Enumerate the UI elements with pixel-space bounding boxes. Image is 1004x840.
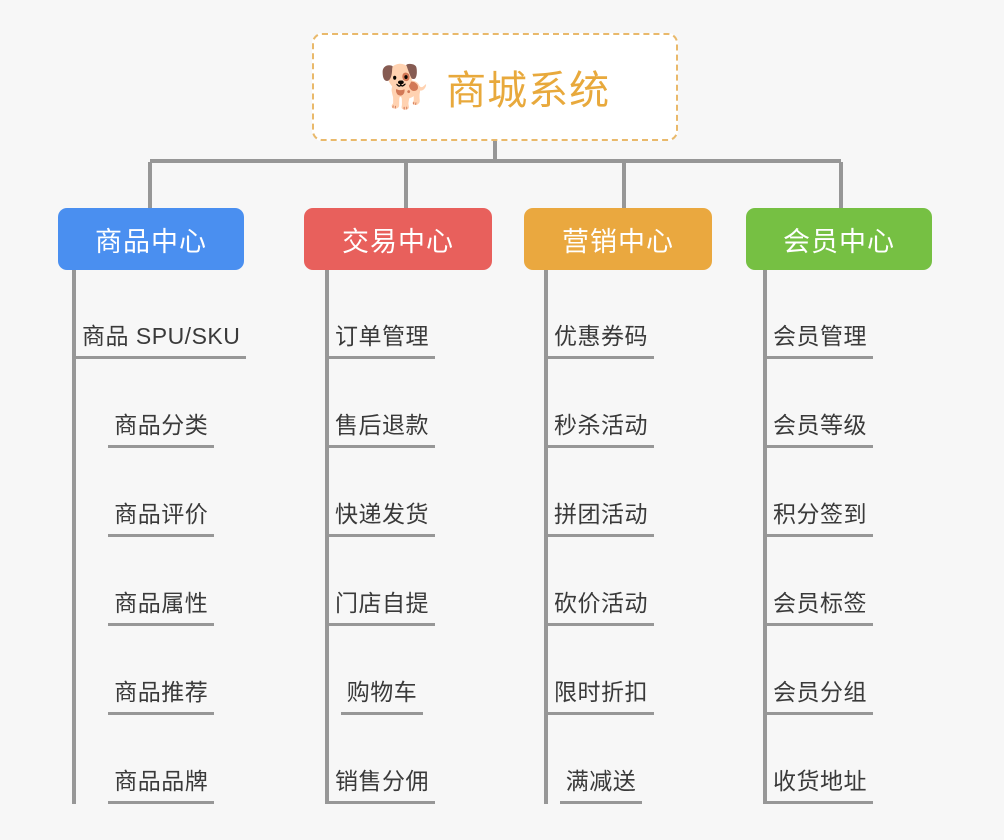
leaf-item[interactable]: 会员等级 <box>767 359 873 448</box>
leaf-item-label: 限时折扣 <box>548 673 654 715</box>
category-node-4[interactable]: 会员中心 <box>746 208 932 270</box>
leaf-item-label: 商品属性 <box>108 584 215 626</box>
leaf-item-label: 会员分组 <box>767 673 873 715</box>
category-drop-connector <box>622 162 626 208</box>
category-label: 商品中心 <box>95 226 207 257</box>
category-node-1[interactable]: 商品中心 <box>58 208 244 270</box>
leaf-item[interactable]: 售后退款 <box>329 359 435 448</box>
leaf-trunk-connector <box>72 270 76 804</box>
leaf-item[interactable]: 商品属性 <box>76 537 246 626</box>
leaf-item[interactable]: 订单管理 <box>329 270 435 359</box>
leaf-item-label: 商品评价 <box>108 495 215 537</box>
shiba-dog-face-icon: 🐕 <box>379 63 433 110</box>
leaf-item[interactable]: 购物车 <box>329 626 435 715</box>
leaf-item-label: 会员标签 <box>767 584 873 626</box>
category-label: 交易中心 <box>342 226 454 257</box>
leaf-item-label: 砍价活动 <box>548 584 654 626</box>
leaf-item-label: 优惠券码 <box>548 317 654 359</box>
leaf-item[interactable]: 限时折扣 <box>548 626 654 715</box>
leaf-item-label: 商品分类 <box>108 406 215 448</box>
category-drop-connector <box>404 162 408 208</box>
leaf-item[interactable]: 商品推荐 <box>76 626 246 715</box>
leaf-item-label: 商品 SPU/SKU <box>76 317 247 359</box>
leaf-item[interactable]: 收货地址 <box>767 715 873 804</box>
leaf-list: 商品 SPU/SKU 商品分类商品评价商品属性商品推荐商品品牌 <box>76 270 247 804</box>
leaf-item[interactable]: 商品评价 <box>76 448 246 537</box>
category-drop-connector <box>839 162 843 208</box>
leaf-item[interactable]: 快递发货 <box>329 448 435 537</box>
leaf-item[interactable]: 会员管理 <box>767 270 873 359</box>
leaf-item-label: 会员等级 <box>767 406 873 448</box>
leaf-item-label: 积分签到 <box>767 495 873 537</box>
leaf-trunk-connector <box>325 270 329 804</box>
leaf-item-label: 商品品牌 <box>108 762 215 804</box>
leaf-item-label: 收货地址 <box>767 762 873 804</box>
leaf-item-label: 秒杀活动 <box>548 406 654 448</box>
category-drop-connector <box>148 162 152 208</box>
category-label: 营销中心 <box>562 226 674 257</box>
leaf-item-label: 订单管理 <box>329 317 435 359</box>
leaf-item[interactable]: 积分签到 <box>767 448 873 537</box>
category-node-3[interactable]: 营销中心 <box>524 208 712 270</box>
leaf-trunk-connector <box>763 270 767 804</box>
horizontal-bus-connector <box>150 159 841 163</box>
leaf-item[interactable]: 销售分佣 <box>329 715 435 804</box>
leaf-item[interactable]: 商品分类 <box>76 359 246 448</box>
leaf-list: 会员管理会员等级积分签到会员标签会员分组收货地址 <box>767 270 873 804</box>
root-stem-connector <box>493 141 497 162</box>
leaf-item-label: 商品推荐 <box>108 673 215 715</box>
leaf-item[interactable]: 优惠券码 <box>548 270 654 359</box>
leaf-item[interactable]: 会员标签 <box>767 537 873 626</box>
leaf-item-label: 门店自提 <box>329 584 435 626</box>
leaf-item-label: 购物车 <box>340 673 424 715</box>
leaf-item-label: 拼团活动 <box>548 495 654 537</box>
leaf-item[interactable]: 商品品牌 <box>76 715 246 804</box>
leaf-item-label: 满减送 <box>559 762 643 804</box>
leaf-item[interactable]: 门店自提 <box>329 537 435 626</box>
leaf-trunk-connector <box>544 270 548 804</box>
root-node[interactable]: 🐕 商城系统 <box>312 33 678 141</box>
leaf-item[interactable]: 砍价活动 <box>548 537 654 626</box>
leaf-item-label: 会员管理 <box>767 317 873 359</box>
leaf-item[interactable]: 会员分组 <box>767 626 873 715</box>
leaf-list: 优惠券码秒杀活动拼团活动砍价活动限时折扣满减送 <box>548 270 654 804</box>
leaf-item-label: 销售分佣 <box>329 762 435 804</box>
leaf-item[interactable]: 拼团活动 <box>548 448 654 537</box>
leaf-item[interactable]: 商品 SPU/SKU <box>76 270 247 359</box>
category-node-2[interactable]: 交易中心 <box>304 208 492 270</box>
leaf-item[interactable]: 秒杀活动 <box>548 359 654 448</box>
leaf-item-label: 快递发货 <box>329 495 435 537</box>
leaf-list: 订单管理售后退款快递发货门店自提购物车销售分佣 <box>329 270 435 804</box>
category-label: 会员中心 <box>783 226 895 257</box>
root-title: 商城系统 <box>446 69 611 113</box>
leaf-item-label: 售后退款 <box>329 406 435 448</box>
leaf-item[interactable]: 满减送 <box>548 715 654 804</box>
